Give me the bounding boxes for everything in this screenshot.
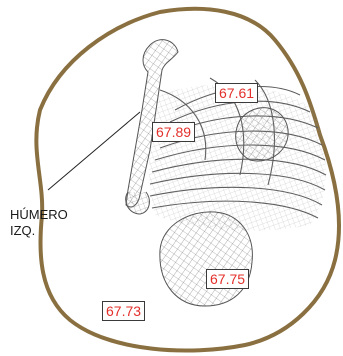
measurement-label-4: 67.73 [102,301,145,321]
measurement-label-2: 67.89 [152,122,195,142]
humerus-callout-label: HÚMERO IZQ. [10,207,68,239]
thorax-mesh [149,85,326,231]
callout-leader [48,112,140,190]
stomach-shape [160,212,253,306]
measurement-label-1: 67.61 [215,83,258,103]
measurement-label-3: 67.75 [206,269,249,289]
